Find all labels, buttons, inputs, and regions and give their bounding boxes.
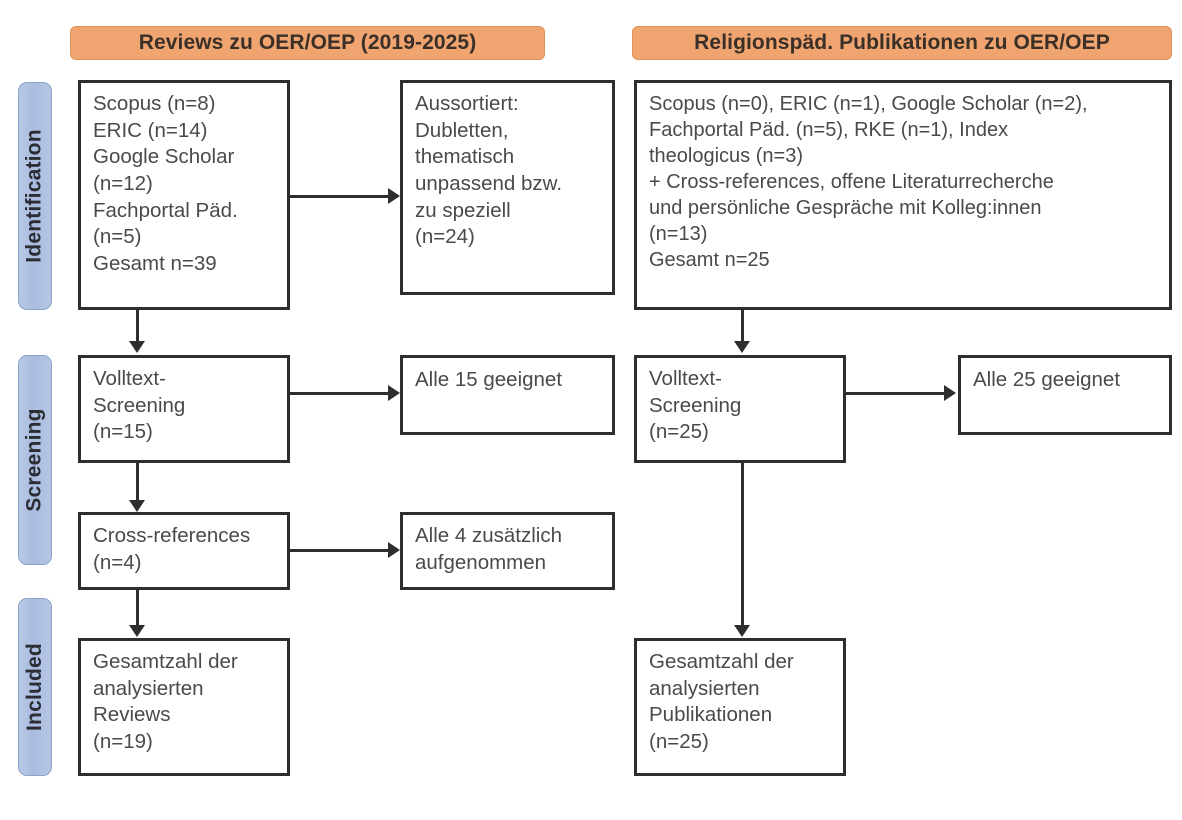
connector-right-screening-to-included xyxy=(741,463,744,628)
connector-right-sources-to-screening xyxy=(741,310,744,344)
box-right-screening-result: Alle 25 geeignet xyxy=(958,355,1172,435)
arrowhead-left-sources-to-screening xyxy=(129,341,145,353)
column-header-right: Religionspäd. Publikationen zu OER/OEP xyxy=(632,26,1172,60)
connector-right-screening-to-result xyxy=(846,392,946,395)
arrowhead-right-sources-to-screening xyxy=(734,341,750,353)
connector-left-screening-to-crossrefs xyxy=(136,463,139,503)
arrowhead-left-sources-to-excluded xyxy=(388,188,400,204)
box-left-crossrefs: Cross-references (n=4) xyxy=(78,512,290,590)
connector-left-sources-to-excluded xyxy=(290,195,390,198)
stage-bar-identification: Identification xyxy=(18,82,52,310)
box-left-included: Gesamtzahl der analysierten Reviews (n=1… xyxy=(78,638,290,776)
arrowhead-left-screening-to-result xyxy=(388,385,400,401)
box-left-excluded: Aussortiert: Dubletten, thematisch unpas… xyxy=(400,80,615,295)
column-header-left: Reviews zu OER/OEP (2019-2025) xyxy=(70,26,545,60)
box-left-crossrefs-result: Alle 4 zusätzlich aufgenommen xyxy=(400,512,615,590)
arrowhead-right-screening-to-included xyxy=(734,625,750,637)
connector-left-crossrefs-to-included xyxy=(136,590,139,628)
stage-bar-screening: Screening xyxy=(18,355,52,565)
box-right-included: Gesamtzahl der analysierten Publikatione… xyxy=(634,638,846,776)
box-left-screening-result: Alle 15 geeignet xyxy=(400,355,615,435)
connector-left-screening-to-result xyxy=(290,392,390,395)
arrowhead-left-crossrefs-to-included xyxy=(129,625,145,637)
stage-bar-included: Included xyxy=(18,598,52,776)
arrowhead-left-crossrefs-to-result xyxy=(388,542,400,558)
box-right-sources: Scopus (n=0), ERIC (n=1), Google Scholar… xyxy=(634,80,1172,310)
arrowhead-right-screening-to-result xyxy=(944,385,956,401)
arrowhead-left-screening-to-crossrefs xyxy=(129,500,145,512)
stage-label-identification: Identification xyxy=(23,129,46,263)
box-left-screening: Volltext- Screening (n=15) xyxy=(78,355,290,463)
stage-label-included: Included xyxy=(23,643,47,731)
box-right-screening: Volltext- Screening (n=25) xyxy=(634,355,846,463)
connector-left-crossrefs-to-result xyxy=(290,549,390,552)
box-left-sources: Scopus (n=8) ERIC (n=14) Google Scholar … xyxy=(78,80,290,310)
connector-left-sources-to-screening xyxy=(136,310,139,344)
stage-label-screening: Screening xyxy=(23,408,46,512)
